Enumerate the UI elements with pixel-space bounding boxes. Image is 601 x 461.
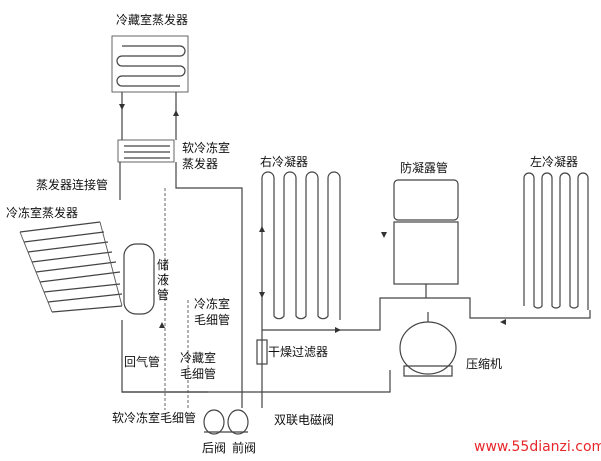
front-valve-label: 前阀 bbox=[232, 441, 257, 455]
accumulator-pipe bbox=[123, 243, 155, 315]
dryer-filter-label: 干燥过滤器 bbox=[268, 345, 329, 359]
cabinet-right-pipe bbox=[175, 162, 243, 408]
compressor-body bbox=[399, 312, 457, 377]
left-condenser-label: 左冷凝器 bbox=[530, 155, 579, 169]
anti-condensation-label: 防凝露管 bbox=[400, 161, 449, 175]
flow-arrows bbox=[119, 104, 506, 333]
freezer-capillary-label-line2: 毛细管 bbox=[194, 313, 231, 327]
condenser-link-pipe bbox=[261, 297, 591, 331]
dual-solenoid-valve-label: 双联电磁阀 bbox=[274, 413, 335, 427]
right-condenser-coil bbox=[261, 171, 341, 320]
suction-line bbox=[122, 370, 391, 393]
fridge-evaporator-label: 冷藏室蒸发器 bbox=[116, 13, 189, 27]
soft-freeze-evaporator-coil bbox=[117, 139, 175, 163]
fridge-evaporator-coil bbox=[111, 35, 189, 93]
soft-freeze-evaporator-label-line1: 软冷冻室 bbox=[182, 141, 231, 155]
dual-solenoid-valve-body bbox=[203, 409, 249, 435]
watermark: www.55dianzi.com bbox=[474, 439, 601, 455]
right-condenser-label: 右冷凝器 bbox=[260, 155, 309, 169]
capillary-lines bbox=[164, 188, 189, 410]
rear-valve-label: 后阀 bbox=[202, 441, 227, 455]
dryer-filter bbox=[256, 339, 268, 365]
freezer-evaporator-coil bbox=[19, 221, 123, 313]
left-condenser-coil bbox=[523, 172, 589, 310]
fridge-capillary-label-line1: 冷藏室 bbox=[180, 351, 217, 365]
accumulator-label: 储液管 bbox=[156, 258, 169, 302]
freezer-evaporator-label: 冷冻室蒸发器 bbox=[6, 206, 79, 220]
soft-freeze-capillary-label: 软冷冻室毛细管 bbox=[112, 411, 197, 425]
return-pipe-label: 回气管 bbox=[124, 355, 161, 369]
evaporator-connector-label: 蒸发器连接管 bbox=[36, 178, 109, 192]
evaporator-riser-pipes bbox=[121, 92, 177, 140]
compressor-label: 压缩机 bbox=[466, 357, 503, 371]
anti-condensation-coil bbox=[393, 179, 459, 298]
freezer-capillary-label-line1: 冷冻室 bbox=[194, 297, 231, 311]
fridge-capillary-label-line2: 毛细管 bbox=[180, 367, 217, 381]
soft-freeze-evaporator-label-line2: 蒸发器 bbox=[182, 157, 219, 171]
